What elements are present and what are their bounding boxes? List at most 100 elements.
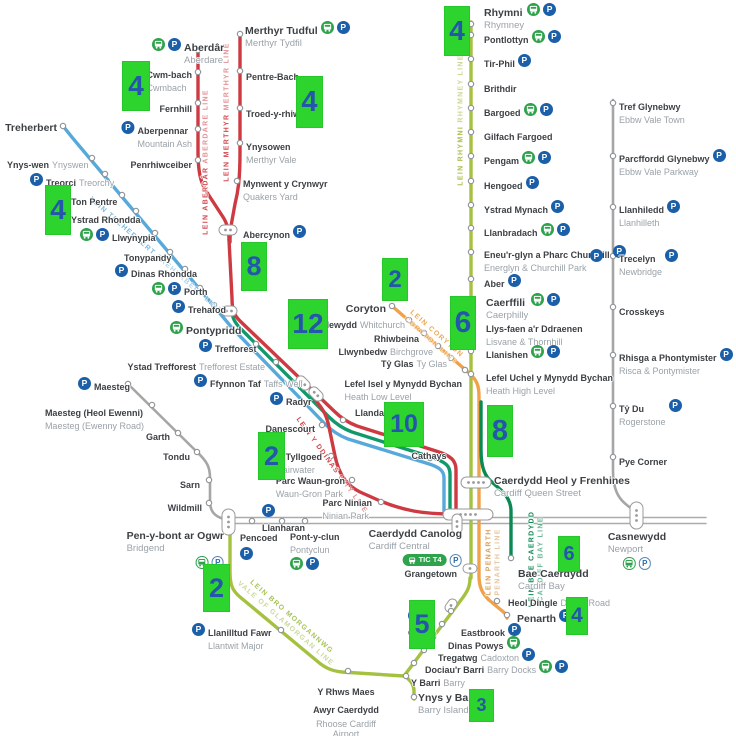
line-name-english: RHYMNEY LINE [457, 54, 465, 126]
station-name-english: Newport [607, 544, 644, 556]
station-name-welsh: Llanhiledd [619, 205, 664, 215]
station-pentre-bach: Pentre-Bach [246, 67, 299, 85]
station-name-english: Birchgrove [389, 347, 433, 357]
station-name-english: Aberdare [184, 55, 224, 67]
station-name-welsh: Danescourt [265, 424, 315, 434]
station-dinas-powys: Dinas Powys [448, 636, 520, 654]
station-name-welsh: Aberpennar [137, 126, 188, 136]
station-marker [348, 476, 356, 484]
station-marker [194, 156, 202, 164]
station-name-welsh: Fernhill [159, 104, 192, 114]
station-name-english: Cardiff Queen Street [494, 488, 581, 500]
station-marker [609, 402, 617, 410]
parking-icon: P [270, 392, 283, 405]
station-marker [193, 448, 201, 456]
station-name-welsh: Brithdir [484, 84, 517, 94]
station-name-welsh: Pentre-Bach [246, 72, 300, 82]
service-frequency-box: 4 [444, 6, 470, 56]
station-marker [248, 517, 256, 525]
station-name-english: Rogerstone [619, 417, 666, 428]
station-marker [609, 152, 617, 160]
parking-icon: P [665, 249, 679, 262]
station-name-welsh: Crosskeys [619, 307, 665, 317]
line-name-welsh: LEIN MERTHYR [223, 113, 231, 182]
station-marker [194, 99, 202, 107]
station-name-welsh: Treherbert [5, 122, 57, 134]
station-name-welsh: Llwynbedw [338, 347, 387, 357]
station-marker [344, 667, 352, 675]
station-name-english: Ninian Park [322, 511, 369, 522]
station-marker [236, 139, 244, 147]
parking-outline-icon: P [449, 554, 462, 567]
station-name-welsh: Rhymni [484, 7, 523, 19]
parking-icon: P [712, 149, 726, 162]
parking-icon: P [508, 623, 522, 636]
station-marker [447, 607, 455, 615]
station-marker [609, 303, 617, 311]
station-name-english: Newbridge [619, 267, 663, 278]
station-marker [447, 354, 455, 362]
service-frequency-box: 4 [122, 61, 150, 111]
parking-icon: P [517, 54, 531, 67]
interchange-dot [312, 390, 316, 394]
tic-t4-bus-badge: TIC T4 [402, 554, 447, 567]
station-name-welsh: Maesteg (Heol Ewenni) [44, 408, 143, 418]
station-marker [101, 170, 109, 178]
station-name-welsh: Caerdydd Canolog [368, 528, 462, 540]
station-marker [503, 611, 511, 619]
parking-icon: P [262, 504, 275, 517]
interchange-dot [230, 309, 233, 313]
station-coryton: Coryton [346, 299, 386, 317]
station-name-welsh: Ystad Trefforest [127, 362, 196, 372]
interchange-markers [218, 224, 644, 613]
parking-icon: P [168, 282, 181, 295]
service-frequency-box: 8 [241, 242, 267, 291]
station-name-welsh: Parcffordd Glynebwy [619, 154, 710, 164]
bus-icon [531, 345, 545, 358]
service-frequency-box: 5 [409, 600, 435, 649]
service-frequency-box: 6 [450, 296, 476, 350]
station-name-welsh: Lefel Uchel y Mynydd Bychan [486, 373, 614, 383]
station-marker [426, 454, 434, 462]
station-name-welsh: Dinas Powys [448, 641, 504, 651]
city-line [314, 399, 454, 516]
parking-icon: P [199, 339, 212, 352]
station-name-welsh: Aber [484, 279, 505, 289]
station-name-welsh: Trehafod [188, 305, 227, 315]
interchange-dot [464, 513, 467, 516]
station-sarn: Sarn [180, 475, 200, 493]
station-name-welsh: Garth [145, 432, 170, 442]
station-name-welsh: Heol Dingle [508, 598, 558, 608]
bus-icon [523, 103, 537, 116]
station-marker [252, 340, 260, 348]
interchange-dot [299, 379, 303, 383]
station-name-english: Cardiff Bay [518, 581, 565, 593]
station-name-welsh: Cathays [411, 451, 447, 461]
line-name-label: LEIN RHYMNI RHYMNEY LINE [458, 54, 467, 185]
station-marker [277, 626, 285, 634]
station-marker [467, 275, 475, 283]
station-marker [493, 597, 501, 605]
station-name-welsh: Eastbrook [461, 628, 506, 638]
interchange-dot [227, 515, 230, 519]
interchange-dot [303, 383, 307, 387]
station-name-welsh: Tonypandy [124, 253, 172, 263]
parking-icon: P [306, 556, 319, 570]
service-frequency-box: 4 [45, 185, 71, 235]
station-name-english: Merthyr Vale [246, 155, 297, 166]
service-frequency-box: 3 [469, 689, 494, 722]
station-marker [467, 248, 475, 256]
station-name-welsh: Bargoed [484, 108, 521, 118]
station-marker [410, 693, 418, 701]
interchange-dot [472, 481, 475, 484]
station-name-welsh: Rhiwbeina [373, 334, 419, 344]
station-name-english: Barry [443, 678, 465, 688]
